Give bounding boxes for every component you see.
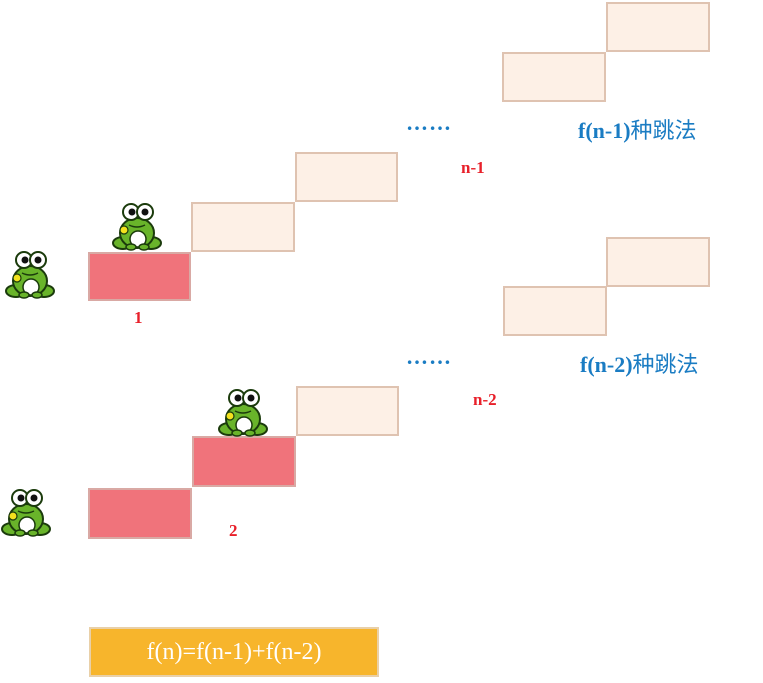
- frog-icon: [217, 386, 269, 438]
- frog-icon: [111, 200, 163, 252]
- stair-step: [606, 237, 710, 287]
- stair-step: [606, 2, 710, 52]
- stair-step: [502, 52, 606, 102]
- result-label-text: 种跳法: [630, 118, 697, 143]
- result-label-func: f(n-1): [578, 118, 631, 143]
- recurrence-formula: f(n)=f(n-1)+f(n-2): [89, 627, 379, 677]
- step-label-last: n-1: [461, 158, 485, 177]
- result-label: f(n-2)种跳法: [580, 347, 699, 379]
- stair-step: [191, 202, 295, 252]
- frog-icon: [4, 248, 56, 300]
- step-label-last: n-2: [473, 390, 497, 409]
- stair-step: [503, 286, 607, 336]
- stair-step: [295, 152, 398, 202]
- stair-step-first: [88, 488, 192, 539]
- result-label-func: f(n-2): [580, 352, 633, 377]
- ellipsis-dots: ……: [406, 344, 452, 369]
- result-label-text: 种跳法: [632, 352, 699, 377]
- stair-step-second: [192, 436, 296, 487]
- ellipsis-dots: ……: [406, 110, 452, 135]
- stair-step-first: [88, 252, 191, 301]
- step-label-first: 1: [134, 308, 143, 327]
- frog-icon: [0, 486, 52, 538]
- stair-step: [296, 386, 399, 436]
- result-label: f(n-1)种跳法: [578, 113, 697, 145]
- step-label-first: 2: [229, 521, 238, 540]
